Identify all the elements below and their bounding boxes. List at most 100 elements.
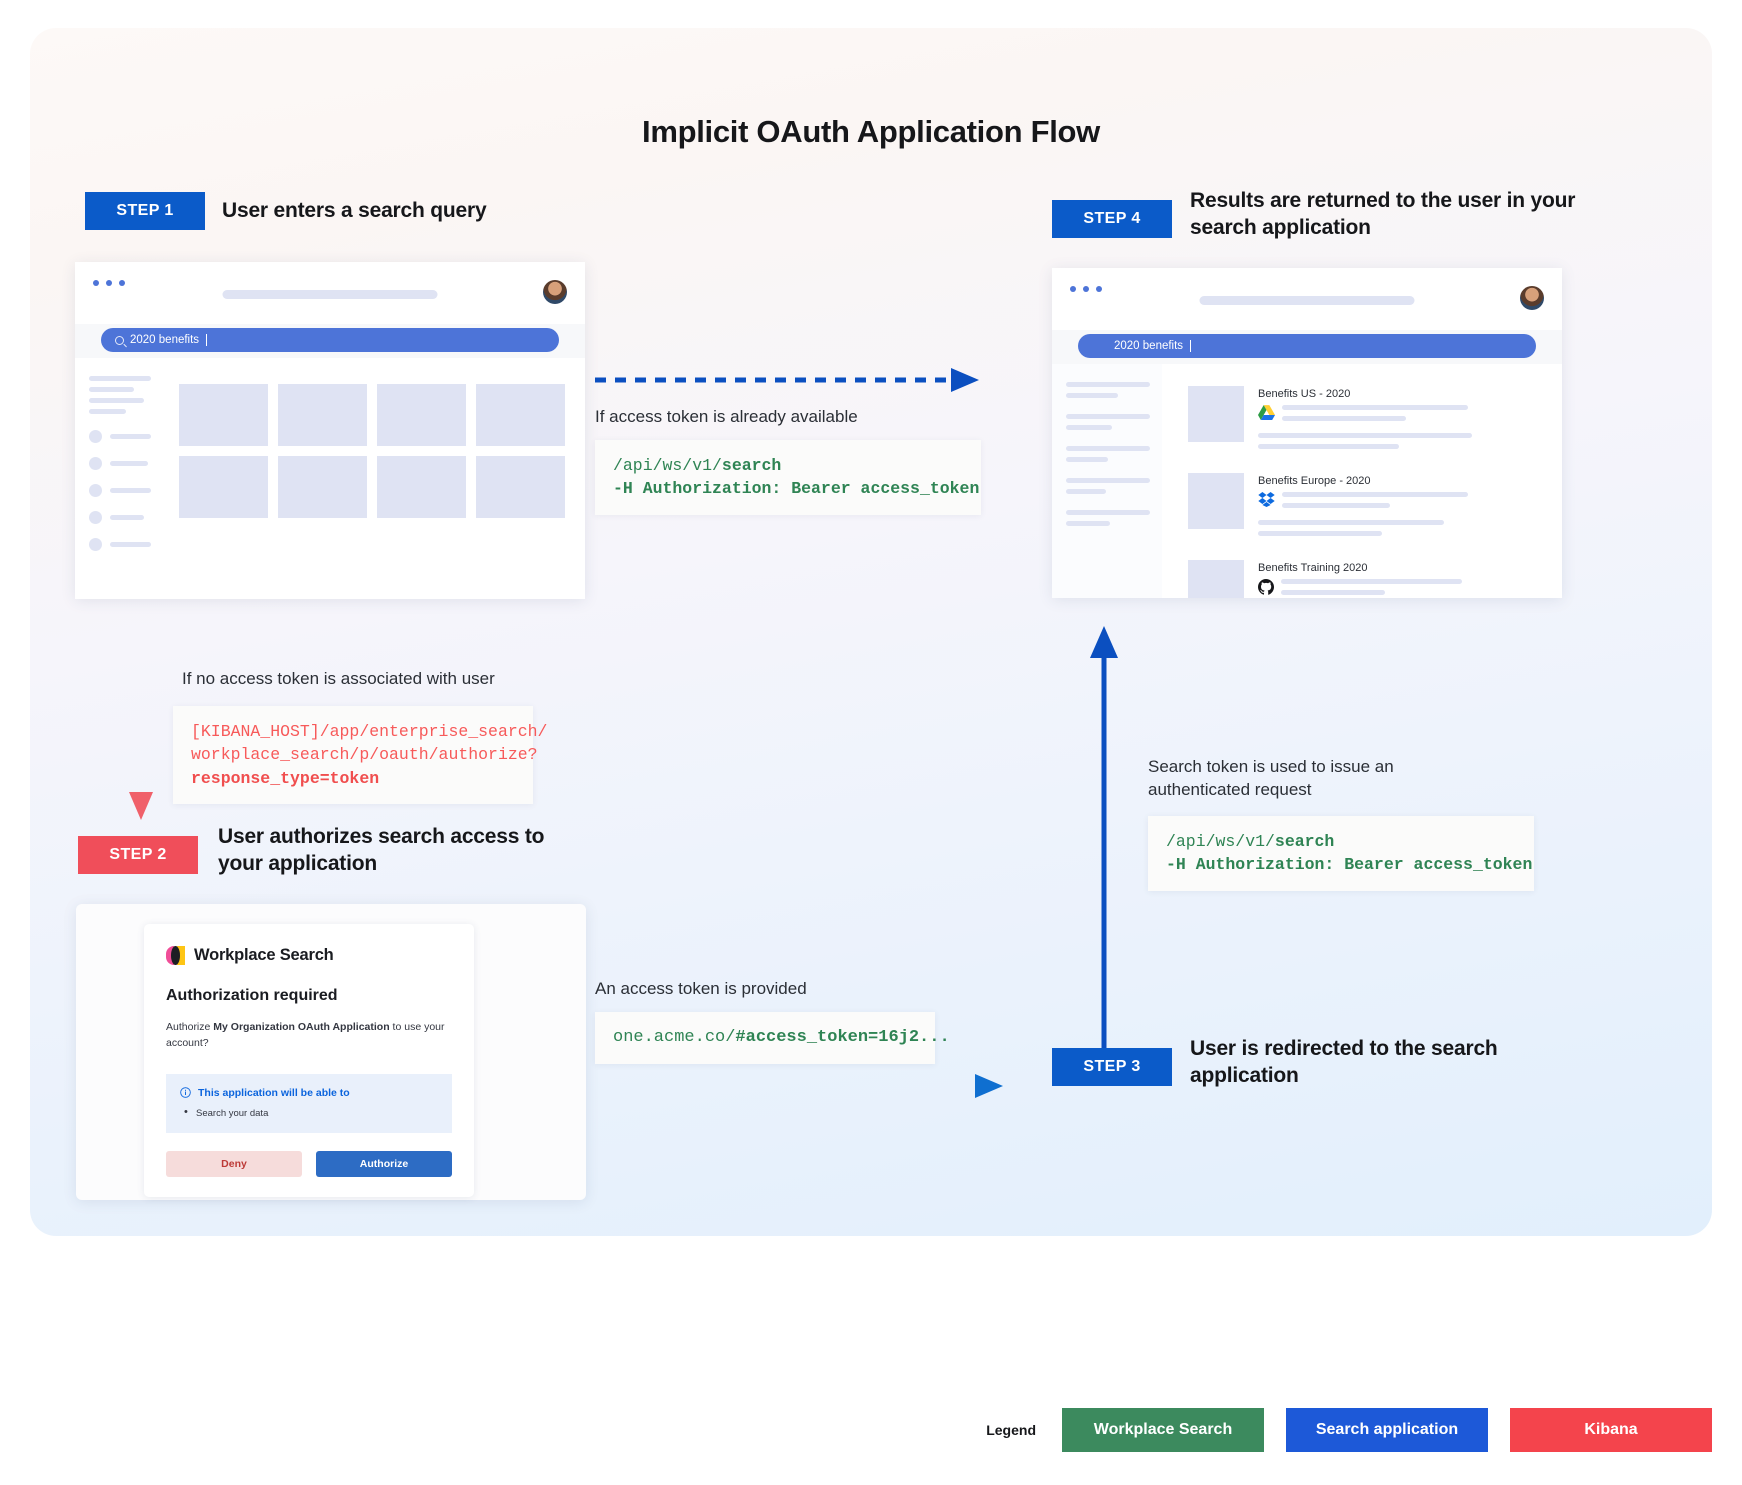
skeleton-lines xyxy=(1066,414,1150,430)
search-query-text: 2020 benefits xyxy=(1114,340,1184,352)
text-caret xyxy=(206,334,208,346)
permission-item: Search your data xyxy=(180,1106,438,1119)
workplace-search-brand: Workplace Search xyxy=(166,946,452,965)
permissions-title-row: This application will be able to xyxy=(180,1087,438,1099)
step-2-heading: User authorizes search access to your ap… xyxy=(218,825,545,875)
facet-sidebar xyxy=(1052,364,1162,598)
result-thumbnail xyxy=(1188,560,1244,598)
page-title: Implicit OAuth Application Flow xyxy=(642,114,1100,149)
search-row: 2020 benefits xyxy=(75,324,585,358)
caption-token-provided: An access token is provided xyxy=(595,979,807,998)
auth-heading: Authorization required xyxy=(166,987,338,1004)
code-line-1: [KIBANA_HOST]/app/enterprise_search/ xyxy=(191,722,548,741)
result-title: Benefits Training 2020 xyxy=(1258,562,1368,574)
deny-button[interactable]: Deny xyxy=(166,1150,302,1177)
result-tile xyxy=(377,384,466,446)
auth-body-post: to use your account? xyxy=(166,1021,445,1050)
result-row[interactable]: Benefits US - 2020 xyxy=(1188,386,1540,455)
result-title: Benefits Europe - 2020 xyxy=(1258,475,1371,487)
search-input[interactable]: 2020 benefits xyxy=(1078,334,1536,358)
authorization-card: Workplace Search Authorization required … xyxy=(144,924,474,1197)
step-4-heading: Results are returned to the user in your… xyxy=(1190,189,1576,239)
legend-label: Legend xyxy=(986,1422,1036,1438)
list-item xyxy=(89,457,151,470)
result-title: Benefits US - 2020 xyxy=(1258,388,1351,400)
list-item xyxy=(89,484,151,497)
search-row: 2020 benefits xyxy=(1052,330,1562,364)
facet-sidebar xyxy=(75,358,163,599)
code-path: /api/ws/v1/ xyxy=(1166,832,1275,851)
search-input[interactable]: 2020 benefits xyxy=(101,328,559,352)
browser-mockup-step-4: 2020 benefits xyxy=(1052,268,1562,598)
authorize-button[interactable]: Authorize xyxy=(316,1150,452,1177)
arrow-step3-to-step4 xyxy=(1090,626,1118,1048)
legend-chip-workplace-search: Workplace Search xyxy=(1062,1408,1264,1452)
text-caret xyxy=(1190,340,1192,352)
results-grid xyxy=(163,358,585,599)
step-1-heading: User enters a search query xyxy=(222,199,487,222)
legend: Legend Workplace Search Search applicati… xyxy=(0,1408,1742,1452)
window-dots-icon xyxy=(93,280,125,286)
legend-chip-kibana: Kibana xyxy=(1510,1408,1712,1452)
code-search-request-bottom: /api/ws/v1/search -H Authorization: Bear… xyxy=(1148,816,1534,891)
dropbox-icon xyxy=(1258,492,1275,507)
auth-actions: Deny Authorize xyxy=(166,1150,452,1177)
skeleton-lines xyxy=(1066,446,1150,462)
code-search-request-top: /api/ws/v1/search -H Authorization: Bear… xyxy=(595,440,981,515)
search-query-text: 2020 benefits xyxy=(130,334,200,346)
code-line-3: response_type=token xyxy=(191,768,380,788)
result-row[interactable]: Benefits Training 2020 xyxy=(1188,560,1540,598)
arrow-step1-to-step2 xyxy=(129,608,153,820)
arrow-token-available xyxy=(595,368,979,392)
window-dots-icon xyxy=(1070,286,1102,292)
list-item xyxy=(89,511,151,524)
auth-body-pre: Authorize xyxy=(166,1021,214,1033)
result-tile xyxy=(179,456,268,518)
diagram-canvas: Implicit OAuth Application Flow STEP 1 U… xyxy=(30,28,1712,1236)
authorization-panel: Workplace Search Authorization required … xyxy=(76,904,586,1200)
result-row[interactable]: Benefits Europe - 2020 xyxy=(1188,473,1540,542)
arrow-token-provided xyxy=(585,1074,1003,1098)
auth-app-name: My Organization OAuth Application xyxy=(213,1021,390,1033)
result-thumbnail xyxy=(1188,386,1244,442)
code-host: one.acme.co/ xyxy=(613,1028,736,1047)
code-endpoint: search xyxy=(1274,832,1335,851)
url-bar-placeholder xyxy=(1199,296,1415,305)
result-tile xyxy=(179,384,268,446)
code-line-2: workplace_search/p/oauth/authorize? xyxy=(191,745,538,765)
mockup-body xyxy=(75,358,585,599)
skeleton-lines xyxy=(1066,382,1150,398)
caption-authenticated-request: Search token is used to issue an authent… xyxy=(1148,757,1394,799)
skeleton-lines xyxy=(1066,478,1150,494)
code-redirect-token: one.acme.co/#access_token=16j2... xyxy=(595,1012,950,1065)
mockup-titlebar xyxy=(1052,268,1562,330)
skeleton-lines xyxy=(1066,510,1150,526)
step-3-heading: User is redirected to the search applica… xyxy=(1190,1037,1498,1087)
google-drive-icon xyxy=(1258,405,1275,420)
list-item xyxy=(89,538,151,551)
permissions-title: This application will be able to xyxy=(198,1086,350,1099)
result-tile xyxy=(476,384,565,446)
brand-label: Workplace Search xyxy=(194,946,334,964)
code-endpoint: search xyxy=(721,456,782,475)
permissions-box: This application will be able to Search … xyxy=(166,1073,452,1133)
info-icon xyxy=(180,1087,191,1098)
code-auth-header: -H Authorization: Bearer access_token xyxy=(613,479,980,499)
mockup-titlebar xyxy=(75,262,585,324)
mockup-body: Benefits US - 2020 xyxy=(1052,364,1562,598)
caption-no-token: If no access token is associated with us… xyxy=(182,669,495,688)
results-list: Benefits US - 2020 xyxy=(1162,364,1562,598)
step-2-badge: STEP 2 xyxy=(78,836,198,874)
step-1-badge: STEP 1 xyxy=(85,192,205,230)
step-3-badge: STEP 3 xyxy=(1052,1048,1172,1086)
code-path: /api/ws/v1/ xyxy=(613,456,722,475)
result-tile xyxy=(278,384,367,446)
caption-token-available: If access token is already available xyxy=(595,407,858,426)
auth-body-text: Authorize My Organization OAuth Applicat… xyxy=(166,1019,452,1052)
browser-mockup-step-1: 2020 benefits xyxy=(75,262,585,599)
step-4-badge: STEP 4 xyxy=(1052,200,1172,238)
avatar xyxy=(1520,286,1544,310)
code-authorize-url: [KIBANA_HOST]/app/enterprise_search/ wor… xyxy=(173,706,547,805)
code-fragment: #access_token=16j2... xyxy=(735,1028,950,1047)
github-icon xyxy=(1258,579,1274,595)
